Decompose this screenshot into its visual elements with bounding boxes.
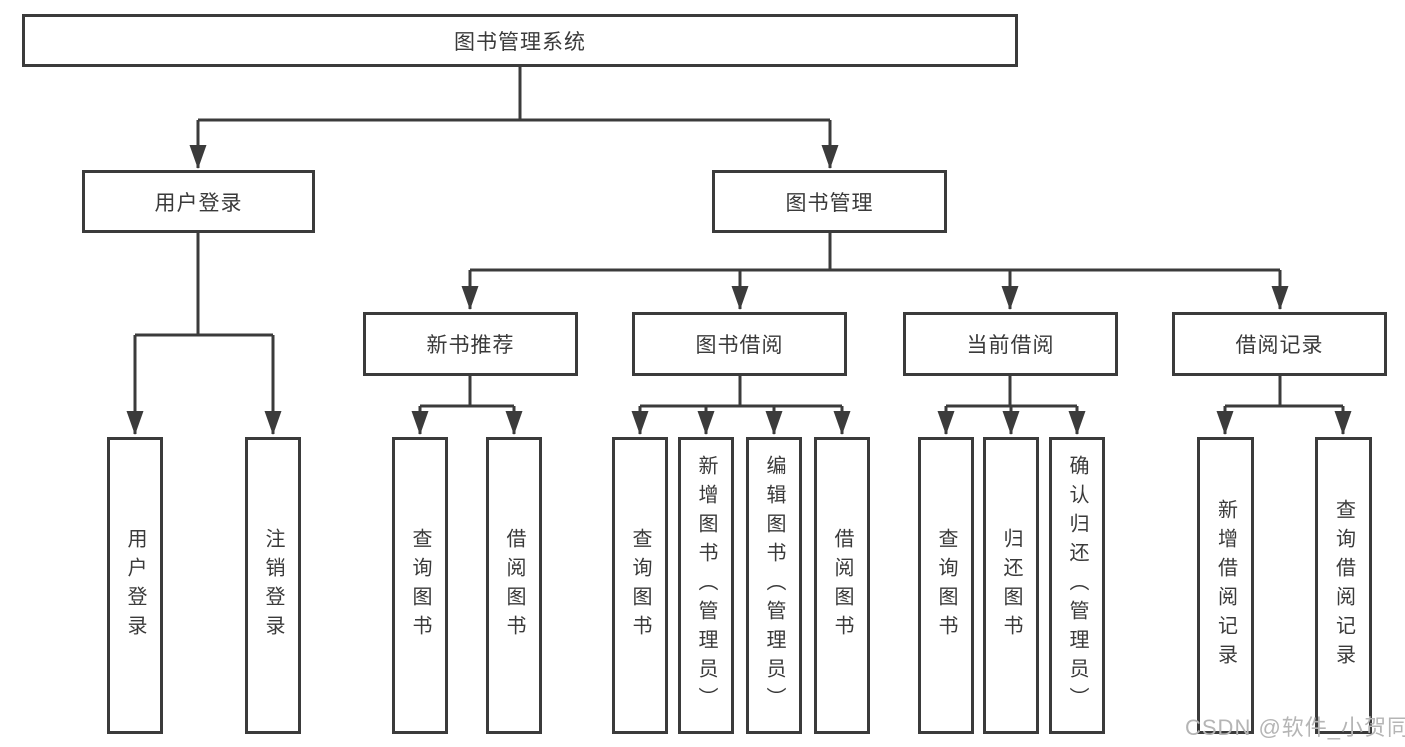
node-user-login: 用户登录: [82, 170, 315, 233]
node-borrowing-records: 借阅记录: [1172, 312, 1387, 376]
leaf-label: 查询借阅记录: [1332, 498, 1355, 673]
leaf-logout: 注销登录: [245, 437, 301, 734]
leaf-return-books: 归还图书: [983, 437, 1039, 734]
leaf-label: 查询图书: [935, 527, 957, 644]
node-library-system: 图书管理系统: [22, 14, 1018, 67]
leaf-confirm-return-admin: 确认归还（管理员）: [1049, 437, 1105, 734]
leaf-label: 用户登录: [124, 527, 146, 644]
node-new-book-recommendation: 新书推荐: [363, 312, 578, 376]
leaf-query-borrow-record: 查询借阅记录: [1315, 437, 1372, 734]
node-book-borrowing: 图书借阅: [632, 312, 847, 376]
leaf-label: 归还图书: [1000, 527, 1022, 644]
leaf-label: 确认归还（管理员）: [1066, 455, 1088, 716]
node-book-management: 图书管理: [712, 170, 947, 233]
leaf-label: 借阅图书: [831, 527, 853, 644]
leaf-query-books-newbook: 查询图书: [392, 437, 448, 734]
leaf-add-borrow-record: 新增借阅记录: [1197, 437, 1254, 734]
leaf-label: 查询图书: [409, 527, 431, 644]
leaf-add-books-admin: 新增图书（管理员）: [678, 437, 734, 734]
leaf-label: 查询图书: [629, 527, 651, 644]
watermark: CSDN @软件_小贺同学: [1185, 715, 1405, 740]
leaf-label: 借阅图书: [503, 527, 525, 644]
leaf-label: 新增图书（管理员）: [695, 455, 717, 716]
leaf-label: 注销登录: [262, 527, 284, 644]
leaf-borrow-books-newbook: 借阅图书: [486, 437, 542, 734]
leaf-label: 新增借阅记录: [1214, 498, 1237, 673]
leaf-label: 编辑图书（管理员）: [763, 455, 785, 716]
leaf-query-books-borrow: 查询图书: [612, 437, 668, 734]
leaf-query-books-current: 查询图书: [918, 437, 974, 734]
leaf-edit-books-admin: 编辑图书（管理员）: [746, 437, 802, 734]
leaf-borrow-books: 借阅图书: [814, 437, 870, 734]
leaf-user-login: 用户登录: [107, 437, 163, 734]
node-current-borrowing: 当前借阅: [903, 312, 1118, 376]
